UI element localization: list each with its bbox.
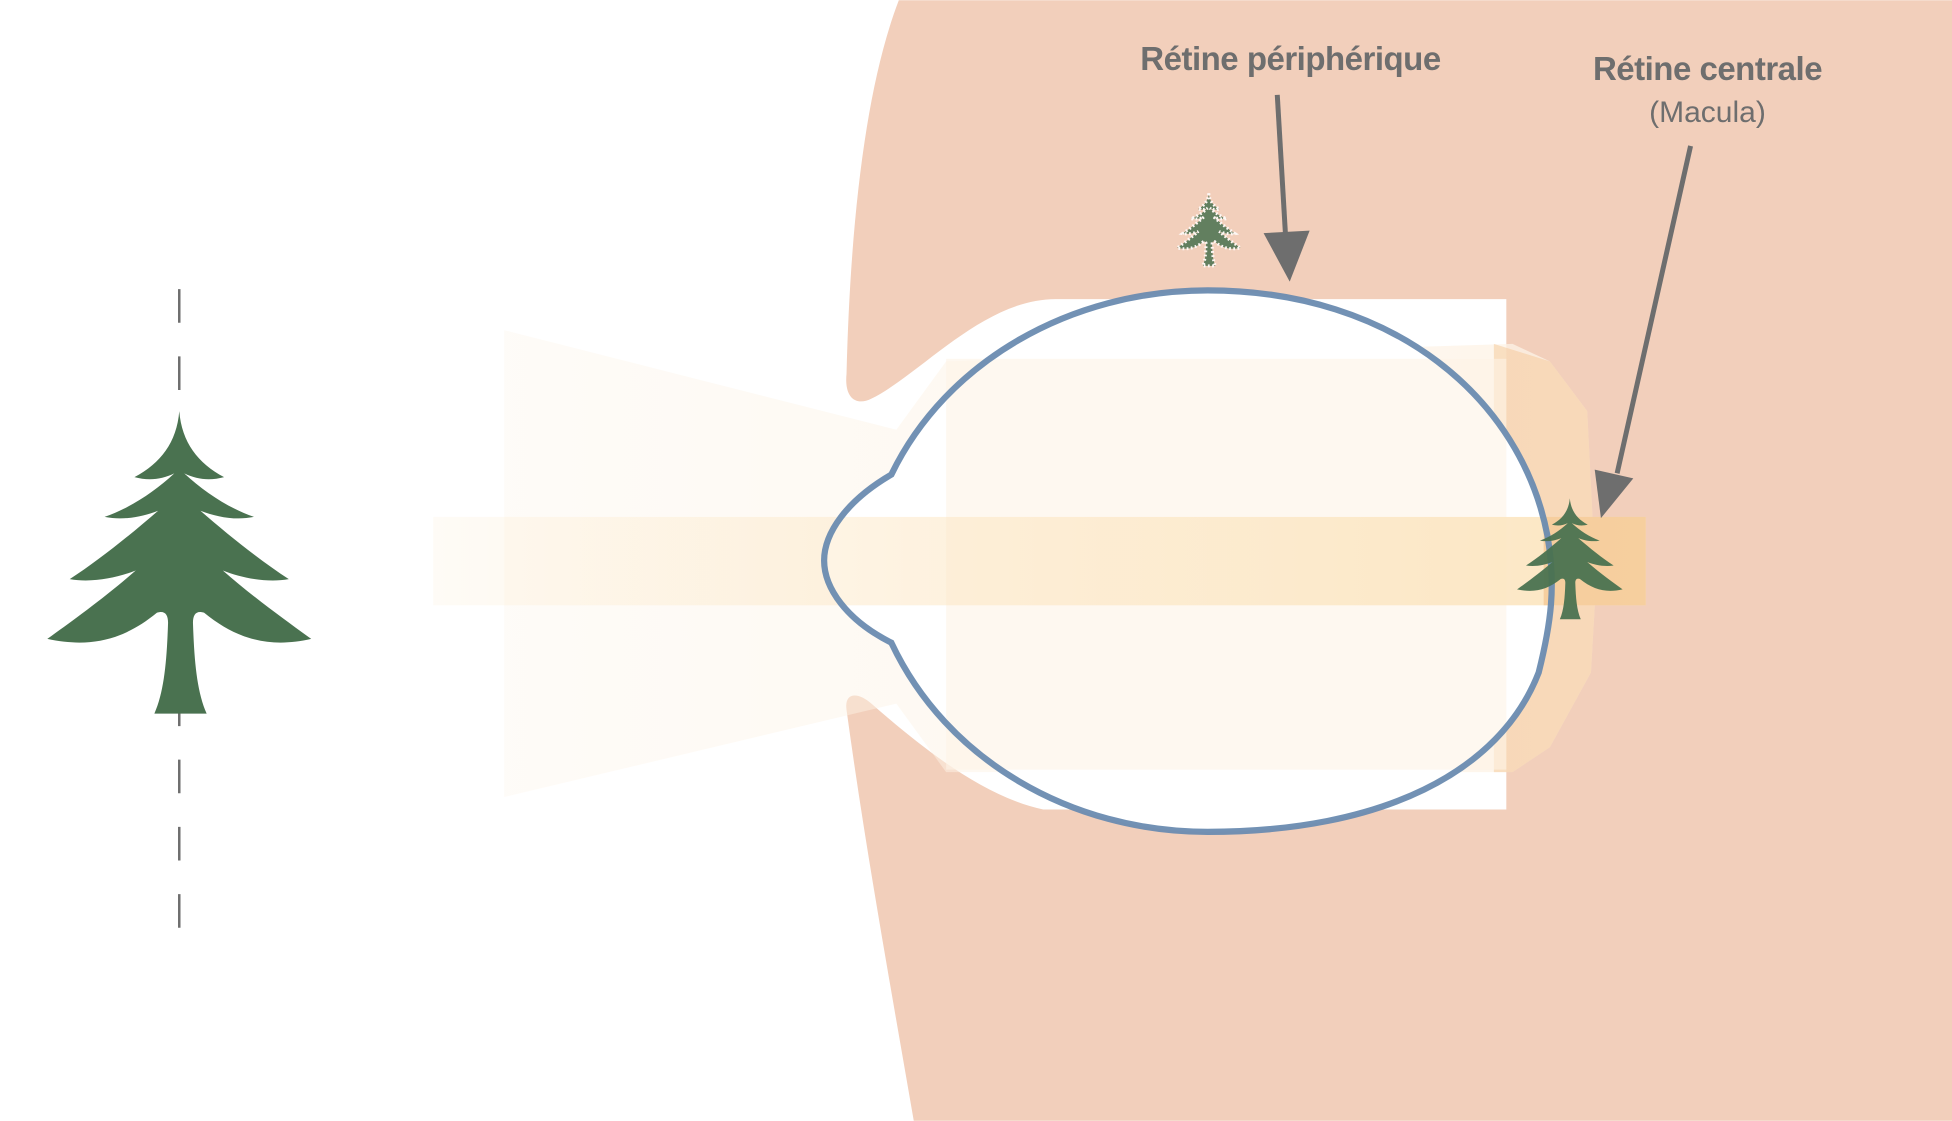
macula-sublabel: (Macula) — [1649, 96, 1766, 129]
head-skin — [846, 0, 1952, 1121]
object-tree-icon — [47, 411, 312, 714]
macula-image-tree-icon — [1517, 498, 1623, 620]
peripheral-retina-arrow-icon — [1263, 94, 1310, 282]
central-light-beam — [433, 516, 1646, 606]
eye-outline — [821, 287, 1555, 836]
peripheral-retina-label: Rétine périphérique — [1140, 40, 1441, 77]
central-retina-label: Rétine centrale — [1592, 50, 1823, 87]
macula-arrow-icon — [1594, 145, 1694, 519]
peripheral-image-tree-icon — [1173, 193, 1245, 268]
